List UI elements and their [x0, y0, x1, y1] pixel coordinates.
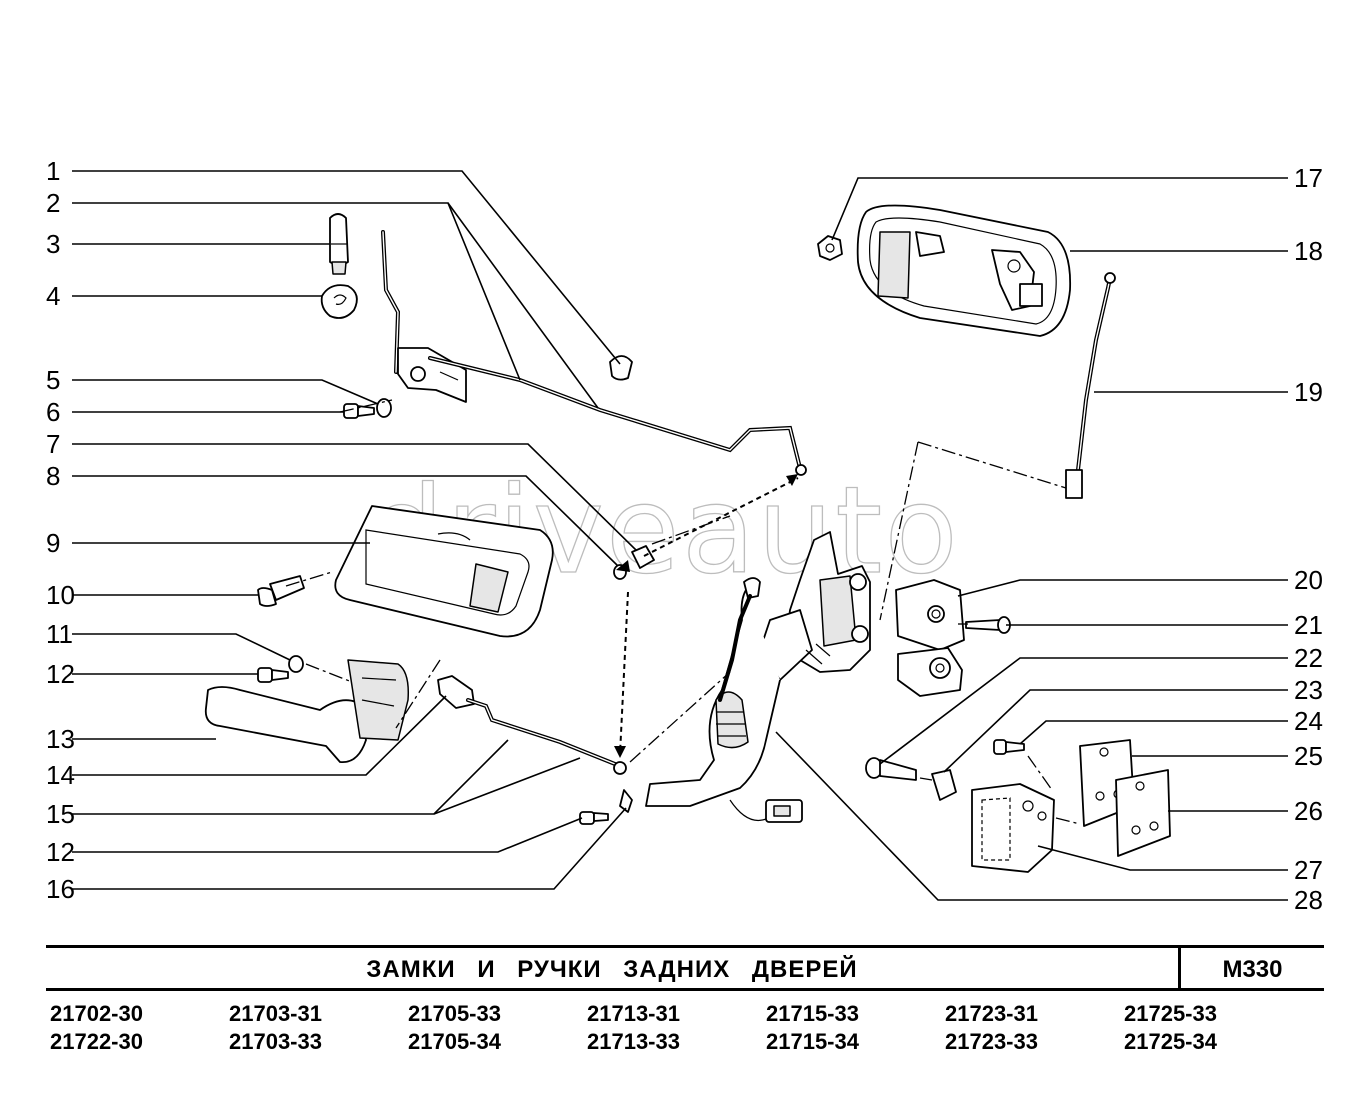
part-20-lock-cover	[895, 579, 965, 697]
part-11-washer	[288, 655, 304, 673]
callout-2: 2	[46, 188, 60, 218]
model-number: 21715-34	[766, 1029, 859, 1054]
part-12b-screw	[579, 811, 609, 825]
callout-17: 17	[1294, 163, 1323, 193]
callout-13: 13	[46, 724, 75, 754]
document-title: ЗАМКИ И РУЧКИ ЗАДНИХ ДВЕРЕЙ	[366, 956, 858, 983]
part-6-screw	[343, 403, 375, 419]
model-column: 21702-30 21722-30	[50, 1000, 220, 1056]
part-15-handle-rod	[466, 698, 627, 775]
callout-28: 28	[1294, 885, 1323, 915]
part-28-lock-mechanism	[645, 531, 871, 823]
callout-26: 26	[1294, 796, 1323, 826]
model-number: 21713-31	[587, 1001, 680, 1026]
part-9-handle-housing	[334, 505, 554, 638]
part-27-striker-plate	[971, 783, 1055, 873]
callout-23: 23	[1294, 675, 1323, 705]
callout-12: 12	[46, 659, 75, 689]
leader-lines	[72, 170, 1288, 901]
part-5-washer	[376, 398, 392, 418]
part-24-screw	[993, 739, 1025, 755]
part-12-screw	[257, 667, 289, 683]
model-number: 21702-30	[50, 1001, 143, 1026]
callout-24: 24	[1294, 706, 1323, 736]
model-number: 21723-33	[945, 1029, 1038, 1054]
part-4-bushing	[320, 284, 358, 319]
callout-10: 10	[46, 580, 75, 610]
callout-16: 16	[46, 874, 75, 904]
part-7-clip	[631, 545, 655, 569]
part-17-nut	[817, 235, 843, 261]
callout-9: 9	[46, 528, 60, 558]
callout-14: 14	[46, 760, 75, 790]
parts-diagram: driveauto	[46, 156, 1323, 915]
callout-5: 5	[46, 365, 60, 395]
part-10-plug	[257, 575, 305, 607]
lock-rod-assembly	[381, 230, 467, 403]
model-number: 21725-33	[1124, 1001, 1217, 1026]
part-14-rod-clip	[437, 675, 475, 709]
model-number: 21722-30	[50, 1029, 143, 1054]
callout-20: 20	[1294, 565, 1323, 595]
model-number: 21705-34	[408, 1029, 501, 1054]
part-26-shim	[1115, 769, 1171, 857]
model-column: 21715-33 21715-34	[766, 1000, 936, 1056]
callout-8: 8	[46, 461, 60, 491]
callout-19: 19	[1294, 377, 1323, 407]
callout-18: 18	[1294, 236, 1323, 266]
callout-4: 4	[46, 281, 60, 311]
part-3-lock-knob	[329, 213, 349, 275]
callout-12b: 12	[46, 837, 75, 867]
model-column: 21705-33 21705-34	[408, 1000, 578, 1056]
model-number: 21725-34	[1124, 1029, 1217, 1054]
model-number: 21703-31	[229, 1001, 322, 1026]
model-column: 21723-31 21723-33	[945, 1000, 1115, 1056]
callout-11: 11	[46, 619, 73, 649]
callout-15: 15	[46, 799, 75, 829]
callout-6: 6	[46, 397, 60, 427]
assembly-lines	[285, 399, 1081, 825]
model-column: 21725-33 21725-34	[1124, 1000, 1294, 1056]
title-block: ЗАМКИ И РУЧКИ ЗАДНИХ ДВЕРЕЙ M330	[46, 945, 1324, 991]
callout-25: 25	[1294, 741, 1323, 771]
model-column: 21713-31 21713-33	[587, 1000, 757, 1056]
callout-1: 1	[46, 156, 60, 186]
part-23-bushing	[931, 769, 957, 801]
part-13-inner-handle	[204, 659, 410, 763]
model-number: 21723-31	[945, 1001, 1038, 1026]
model-number: 21713-33	[587, 1029, 680, 1054]
model-number: 21715-33	[766, 1001, 859, 1026]
callout-21: 21	[1294, 610, 1323, 640]
callout-22: 22	[1294, 643, 1323, 673]
model-number: 21705-33	[408, 1001, 501, 1026]
callout-27: 27	[1294, 855, 1323, 885]
part-21-screw	[965, 616, 1011, 634]
callout-numbers: 1 2 3 4 5 6 7 8 9 10 11 12 13 14 15 12 1…	[46, 156, 1323, 915]
callout-7: 7	[46, 429, 60, 459]
part-22-striker-bolt	[865, 757, 917, 781]
part-16-lock-washer	[619, 789, 633, 813]
part-19-outer-rod	[1065, 272, 1116, 499]
document-code: M330	[1222, 956, 1283, 983]
title-divider	[1178, 948, 1181, 988]
part-18-outer-handle	[856, 204, 1072, 337]
model-list: 21702-30 21722-30 21703-31 21703-33 2170…	[46, 1000, 1366, 1060]
model-column: 21703-31 21703-33	[229, 1000, 399, 1056]
model-number: 21703-33	[229, 1029, 322, 1054]
part-1-clip	[609, 355, 633, 381]
callout-3: 3	[46, 229, 60, 259]
